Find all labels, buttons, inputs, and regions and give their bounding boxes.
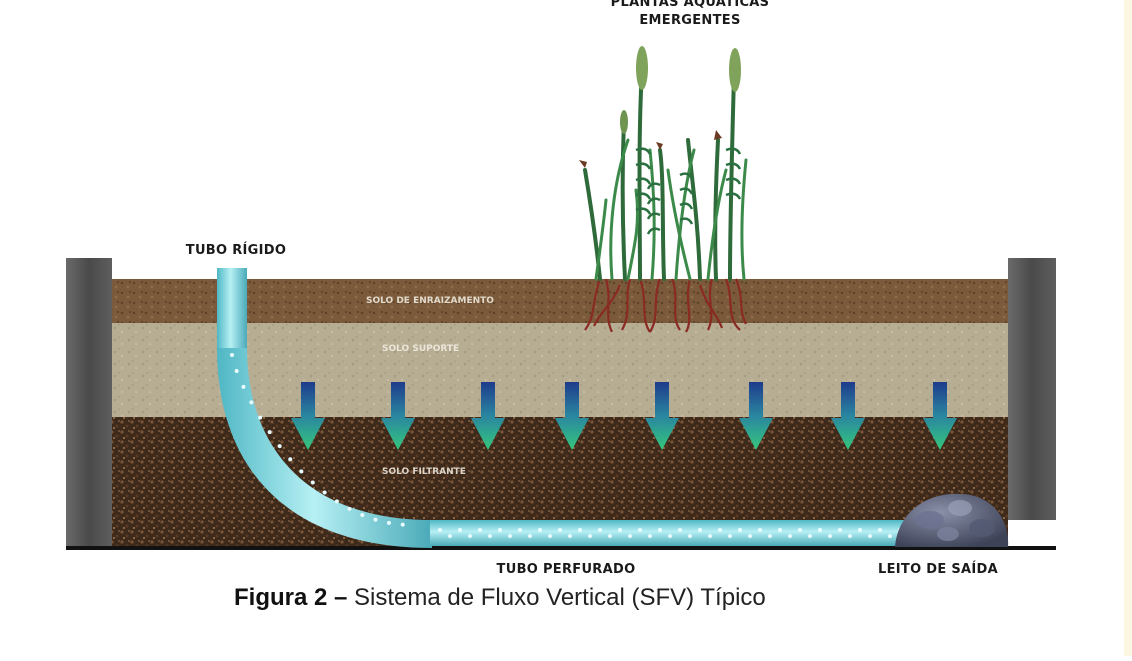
perforation-hole xyxy=(698,528,702,532)
perforation-hole xyxy=(258,415,263,420)
plants-label-line2: EMERGENTES xyxy=(639,13,740,28)
perforation-hole xyxy=(648,534,652,538)
perforation-hole xyxy=(628,534,632,538)
perforation-hole xyxy=(828,534,832,538)
support-soil-label: SOLO SUPORTE xyxy=(382,344,459,354)
perforation-hole xyxy=(267,430,272,435)
flow-arrow xyxy=(555,382,589,450)
caption-prefix: Figura 2 xyxy=(234,584,327,611)
perforation-hole xyxy=(508,534,512,538)
perforation-hole xyxy=(299,469,304,474)
ground-line xyxy=(66,546,1056,550)
perforation-hole xyxy=(818,528,822,532)
perforation-hole xyxy=(798,528,802,532)
perforation-hole xyxy=(878,528,882,532)
perforation-hole xyxy=(748,534,752,538)
flow-arrow xyxy=(739,382,773,450)
perforation-hole xyxy=(288,457,293,462)
perforation-hole xyxy=(578,528,582,532)
pipe-perforations xyxy=(230,353,902,538)
perforation-hole xyxy=(668,534,672,538)
perforation-hole xyxy=(598,528,602,532)
left-wall xyxy=(66,258,112,547)
perforation-hole xyxy=(868,534,872,538)
perforation-hole xyxy=(608,534,612,538)
perforation-hole xyxy=(838,528,842,532)
perforation-hole xyxy=(688,534,692,538)
perforation-hole xyxy=(778,528,782,532)
perforation-hole xyxy=(347,506,352,511)
perforation-hole xyxy=(360,512,365,517)
perforation-hole xyxy=(658,528,662,532)
flow-arrows xyxy=(291,382,957,450)
perforated-pipe-label: TUBO PERFURADO xyxy=(497,562,636,577)
emergent-plants xyxy=(579,46,748,333)
perforation-hole xyxy=(848,534,852,538)
perforation-hole xyxy=(458,528,462,532)
perforation-hole xyxy=(738,528,742,532)
rooting-soil-layer xyxy=(112,279,1008,323)
perforation-hole xyxy=(448,534,452,538)
perforation-hole xyxy=(488,534,492,538)
perforation-hole xyxy=(400,522,405,527)
caption-dash: – xyxy=(327,584,354,611)
perforation-hole xyxy=(618,528,622,532)
outlet-bed-label: LEITO DE SAÍDA xyxy=(878,561,998,577)
perforation-hole xyxy=(322,490,327,495)
perforation-hole xyxy=(588,534,592,538)
perforation-hole xyxy=(518,528,522,532)
support-soil-layer xyxy=(112,323,1008,417)
flow-arrow xyxy=(831,382,865,450)
perforation-hole xyxy=(808,534,812,538)
perforation-hole xyxy=(708,534,712,538)
perforation-hole xyxy=(498,528,502,532)
perforation-hole xyxy=(728,534,732,538)
perforation-hole xyxy=(558,528,562,532)
perforation-hole xyxy=(478,528,482,532)
flow-arrow xyxy=(645,382,679,450)
perforation-hole xyxy=(310,480,315,485)
plants-label-line1: PLANTAS AQUÁTICAS xyxy=(611,0,770,10)
flow-arrow xyxy=(381,382,415,450)
perforation-hole xyxy=(234,368,239,373)
perforation-hole xyxy=(528,534,532,538)
perforation-hole xyxy=(548,534,552,538)
perforation-hole xyxy=(858,528,862,532)
perforation-hole xyxy=(249,400,254,405)
flow-arrow xyxy=(923,382,957,450)
perforation-hole xyxy=(538,528,542,532)
perforation-hole xyxy=(334,499,339,504)
perforation-hole xyxy=(568,534,572,538)
perforation-hole xyxy=(718,528,722,532)
perforation-hole xyxy=(888,534,892,538)
perforation-hole xyxy=(678,528,682,532)
flow-arrow xyxy=(471,382,505,450)
perforation-hole xyxy=(241,384,246,389)
perforation-hole xyxy=(277,444,282,449)
caption-text: Sistema de Fluxo Vertical (SFV) Típico xyxy=(354,584,766,611)
perforation-hole xyxy=(386,520,391,525)
outlet-bed-rocks xyxy=(895,493,1009,547)
perforation-hole xyxy=(438,528,442,532)
rigid-pipe-label: TUBO RÍGIDO xyxy=(186,242,286,258)
filter-soil-label: SOLO FILTRANTE xyxy=(382,467,466,477)
perforation-hole xyxy=(788,534,792,538)
rooting-soil-label: SOLO DE ENRAIZAMENTO xyxy=(366,296,494,306)
flow-arrow xyxy=(291,382,325,450)
rigid-pipe xyxy=(217,268,432,548)
perforation-hole xyxy=(758,528,762,532)
page-edge xyxy=(1124,0,1132,656)
perforation-hole xyxy=(373,517,378,522)
perforation-hole xyxy=(768,534,772,538)
figure-caption: Figura 2 – Sistema de Fluxo Vertical (SF… xyxy=(234,584,766,611)
perforation-hole xyxy=(230,353,234,357)
right-wall xyxy=(1008,258,1056,520)
perforation-hole xyxy=(468,534,472,538)
perforated-pipe xyxy=(430,520,910,546)
perforation-hole xyxy=(638,528,642,532)
